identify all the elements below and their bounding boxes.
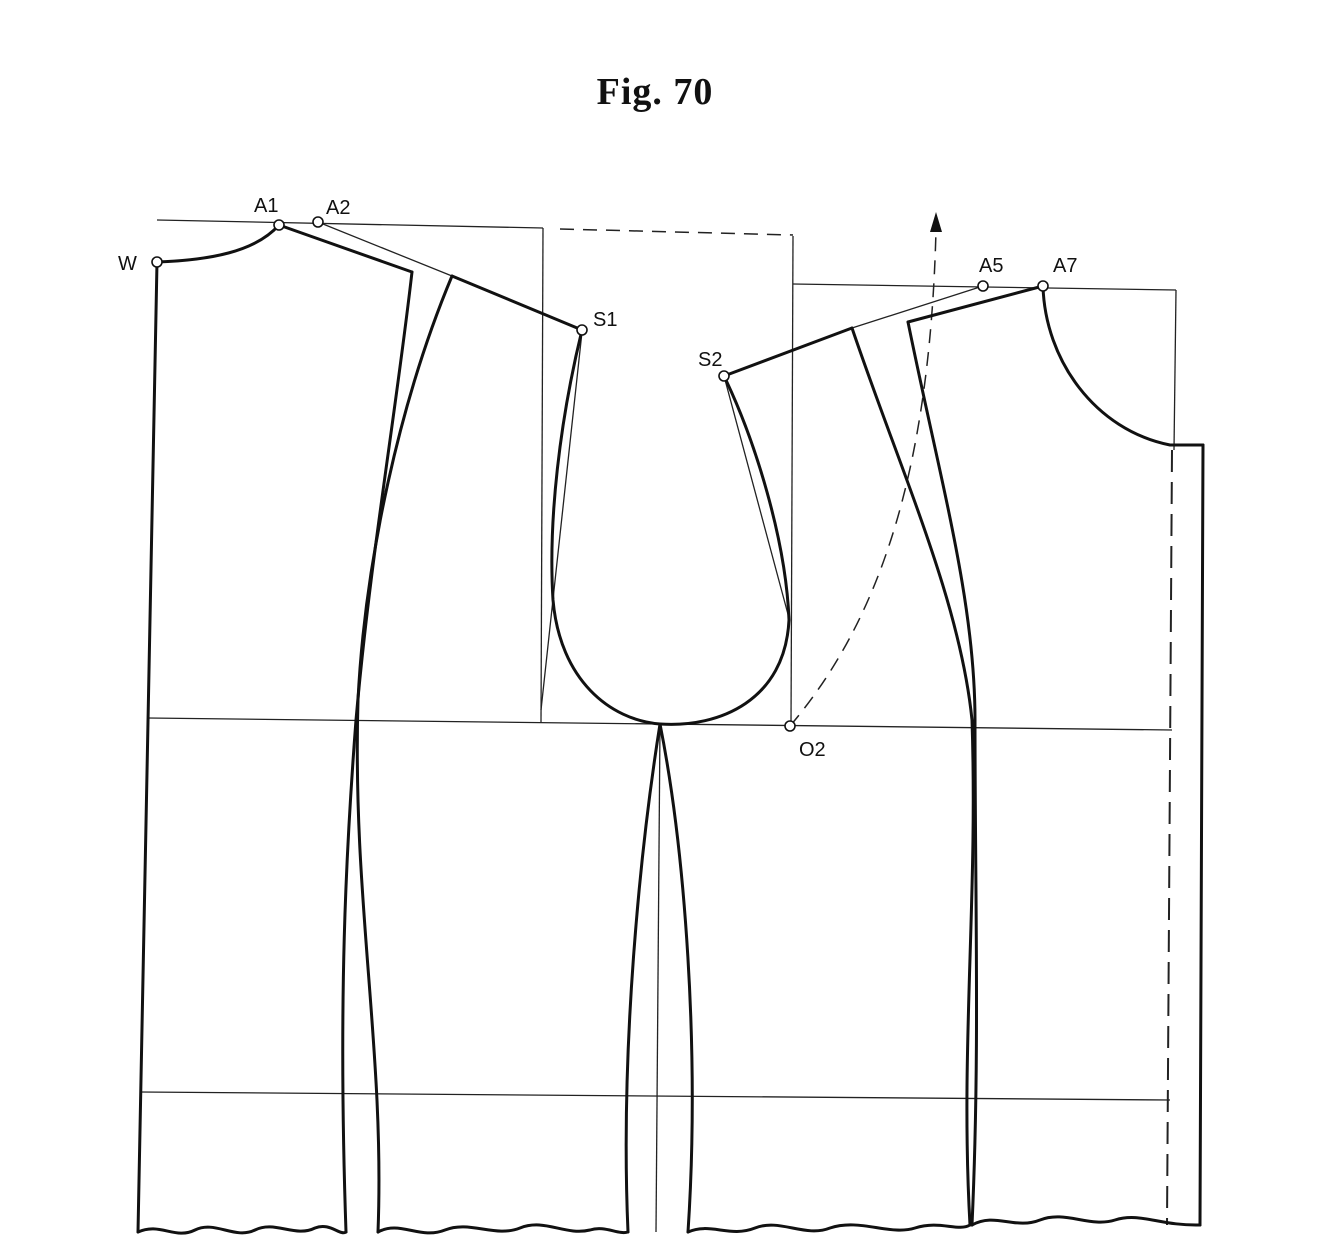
armhole-chord-front [723, 375, 790, 619]
point-s2-marker [718, 370, 730, 382]
point-a5-marker [977, 280, 989, 292]
point-markers [151, 216, 1049, 732]
dashed-top-connector [559, 228, 794, 236]
top-line-left [156, 219, 544, 229]
back-dart-left [341, 270, 414, 1234]
figure-title: Fig. 70 [596, 71, 714, 113]
label-w: W [118, 253, 137, 275]
armhole-chord-back [540, 331, 583, 711]
shoulder-guide-front [851, 285, 984, 329]
point-s1-marker [576, 324, 588, 336]
back-shoulder-outer [450, 274, 584, 332]
front-shoulder [722, 326, 854, 378]
right-edge-guide [1173, 289, 1177, 451]
point-a2-marker [312, 216, 324, 228]
front-edge [1198, 443, 1205, 1227]
point-o2-marker [784, 720, 796, 732]
back-center-line [136, 260, 159, 1234]
hem-front-right [970, 1215, 1202, 1227]
right-vertical-guide [790, 235, 794, 727]
side-seam-back [624, 722, 662, 1234]
label-a1: A1 [254, 195, 278, 217]
arrow-icon [930, 212, 942, 232]
point-a1-marker [273, 219, 285, 231]
pattern-outline [136, 223, 1205, 1235]
label-a5: A5 [979, 255, 1003, 277]
back-neckline [155, 223, 281, 264]
point-w-marker [151, 256, 163, 268]
side-seam-front [658, 722, 694, 1234]
left-vertical-guide [540, 227, 544, 724]
hem-front-left [686, 1223, 972, 1234]
front-dart-right [906, 320, 979, 1227]
construction-lines [139, 219, 1177, 1233]
front-dart-left [850, 326, 975, 1227]
label-o2: O2 [799, 739, 826, 761]
center-vertical-line [655, 723, 661, 1233]
center-front-dashed [1166, 449, 1173, 1226]
point-labels: W A1 A2 S1 S2 A5 A7 O2 [118, 195, 1077, 761]
label-a7: A7 [1053, 255, 1077, 277]
label-a2: A2 [326, 197, 350, 219]
hem-back-right [376, 1223, 630, 1235]
hem-back-left [136, 1225, 348, 1235]
hip-level-line [139, 1091, 1171, 1101]
front-neckline [1041, 284, 1205, 447]
front-shoulder-outer [906, 284, 1045, 324]
dashed-lines [559, 228, 1173, 1226]
back-armhole [550, 328, 791, 726]
label-s2: S2 [698, 349, 722, 371]
point-a7-marker [1037, 280, 1049, 292]
shoulder-guide-back [317, 221, 453, 277]
dashed-arc-o2 [789, 229, 937, 727]
label-s1: S1 [593, 309, 617, 331]
back-shoulder [277, 223, 414, 274]
back-dart-right [355, 274, 454, 1234]
